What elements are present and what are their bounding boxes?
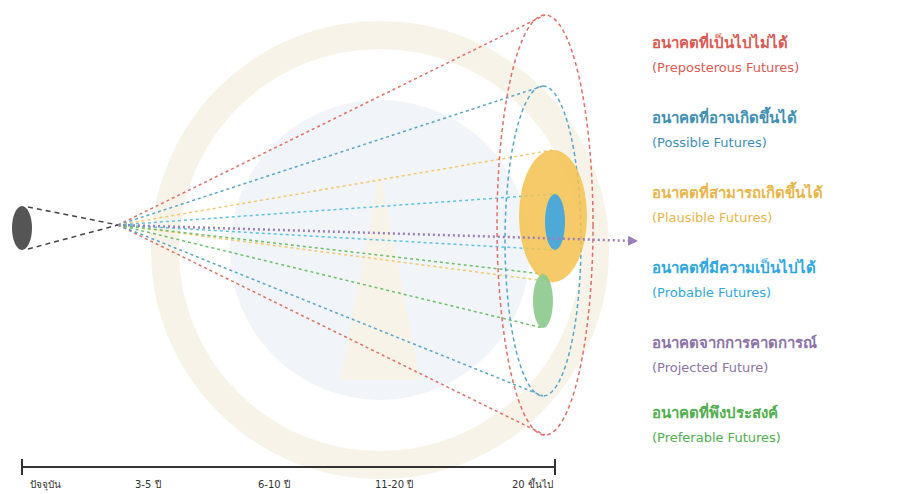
future-type-english: (Preferable Futures)	[652, 430, 781, 446]
viewer-eye	[12, 206, 32, 250]
plausible-region	[519, 150, 587, 282]
future-type-thai: อนาคตที่เป็นไปไม่ได้	[652, 34, 788, 52]
timeline-tick-label: ปัจจุบัน	[30, 479, 61, 491]
future-type-english: (Plausible Futures)	[652, 210, 772, 226]
probable-region	[545, 194, 565, 250]
preposterous-boundary	[497, 15, 593, 435]
timeline-axis	[22, 459, 555, 475]
future-type-thai: อนาคตที่มีความเป็นไปได้	[652, 259, 816, 277]
future-type-thai: อนาคตที่อาจเกิดขึ้นได้	[652, 109, 797, 127]
timeline-tick-label: 6-10 ปี	[258, 479, 290, 491]
watermark-seal	[165, 35, 595, 465]
timeline-tick-label: 3-5 ปี	[135, 479, 161, 491]
future-type-thai: อนาคตที่พึงประสงค์	[652, 404, 778, 422]
future-type-english: (Preposterous Futures)	[652, 60, 799, 76]
projected-arrow	[118, 225, 636, 241]
future-type-english: (Probable Futures)	[652, 285, 771, 301]
future-type-thai: อนาคตที่สามารถเกิดขึ้นได้	[652, 184, 823, 202]
timeline-tick-label: 20 ขึ้นไป	[512, 479, 553, 491]
future-type-thai: อนาคตจากการคาดการณ์	[652, 334, 817, 352]
timeline-tick-label: 11-20 ปี	[375, 479, 413, 491]
future-type-english: (Projected Future)	[652, 360, 768, 376]
preferable-region	[533, 274, 553, 328]
future-type-english: (Possible Futures)	[652, 135, 767, 151]
